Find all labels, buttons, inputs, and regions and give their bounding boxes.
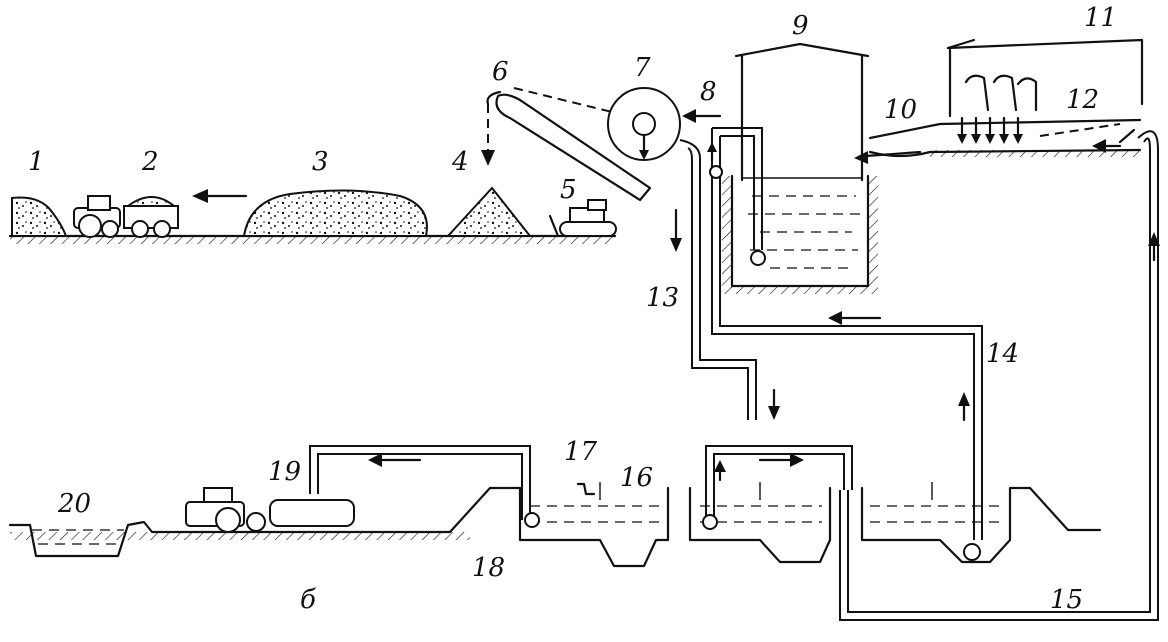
label-19: 19 [268,457,301,487]
label-2: 2 [141,147,159,177]
label-11: 11 [1084,3,1117,33]
tractor-with-trailer [73,195,179,238]
tank-truck-19 [185,445,540,533]
cattle-barn-11 [854,38,1144,164]
label-16: 16 [620,463,653,493]
label-17: 17 [564,437,598,467]
label-15: 15 [1050,585,1083,615]
flow-arrow-left-1 [192,189,248,203]
upper-ground [8,234,617,244]
label-4: 4 [451,147,469,177]
label-14: 14 [986,339,1019,369]
bulldozer [548,199,617,238]
separator-drum [607,87,681,161]
transfer-pipe [702,445,981,561]
label-5: 5 [560,175,577,205]
label-6: 6 [492,57,509,87]
storage-building-9 [722,42,878,294]
lower-ground [8,482,1102,568]
label-8: 8 [700,77,717,107]
flow-arrow-8 [682,109,722,123]
inclined-conveyor [481,87,652,202]
caption-b: б [300,585,316,615]
label-18: 18 [472,553,505,583]
label-12: 12 [1066,85,1099,115]
pipe-14 [707,127,983,540]
label-10: 10 [884,95,917,125]
label-3: 3 [312,147,329,177]
pipe-15 [839,130,1160,621]
valve-17 [576,482,596,496]
label-13: 13 [646,283,679,313]
label-9: 9 [792,11,809,41]
label-1: 1 [28,147,45,177]
label-20: 20 [57,489,91,519]
pipe-13 [670,139,780,420]
label-7: 7 [634,53,651,83]
